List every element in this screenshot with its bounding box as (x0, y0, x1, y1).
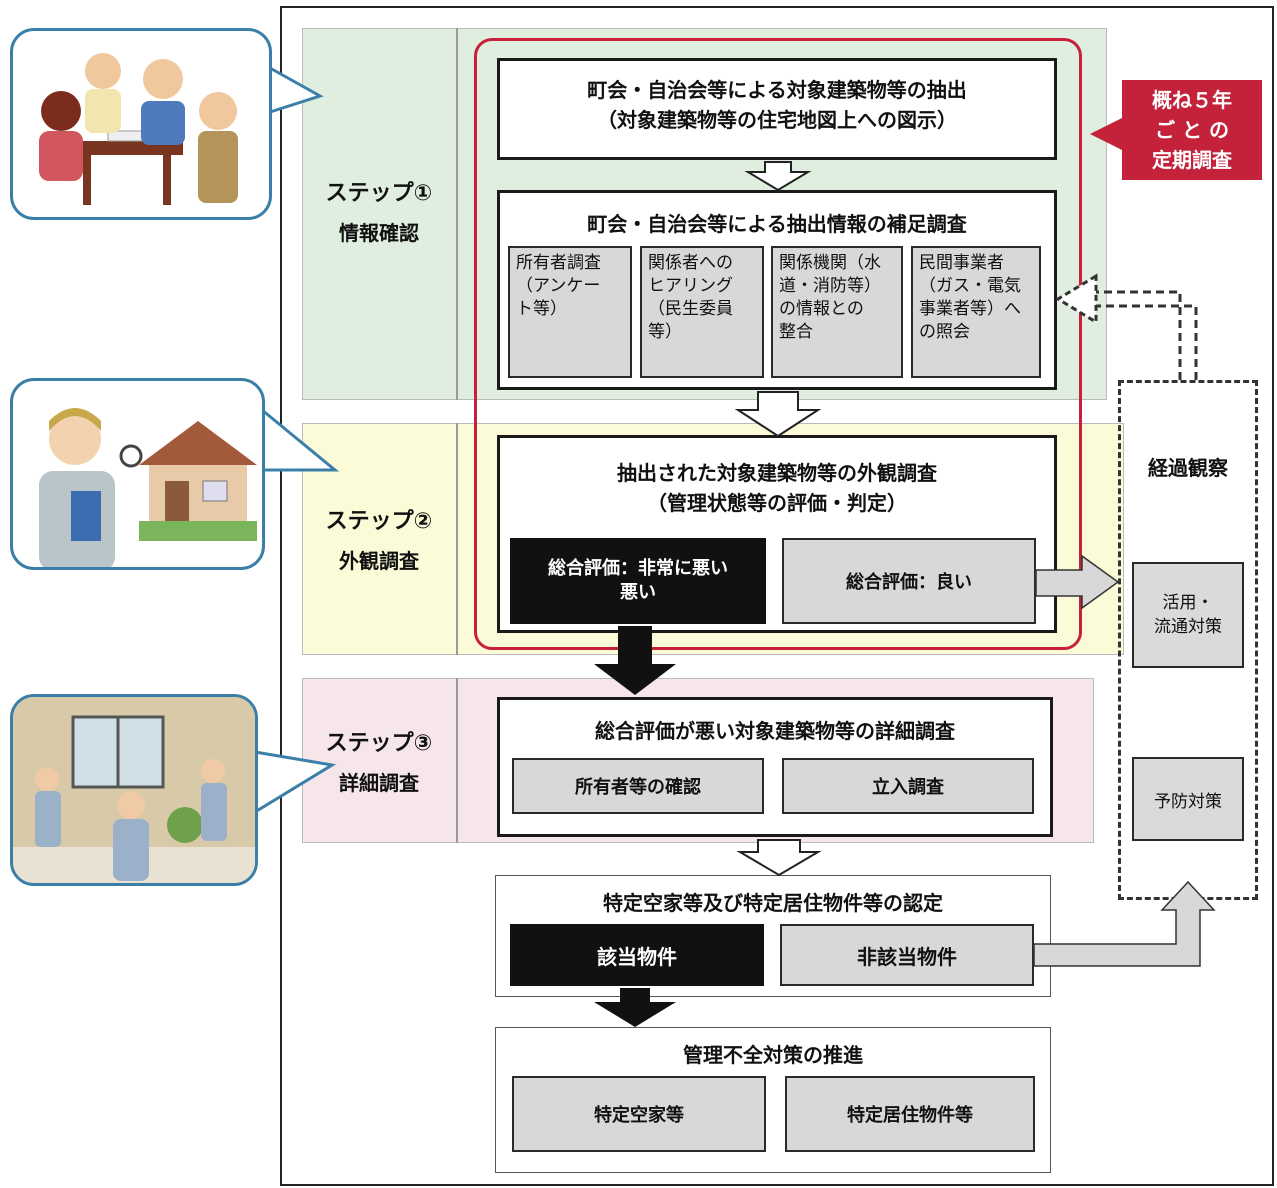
meeting-illustration (39, 53, 238, 205)
promotion-item: 特定空家等 (512, 1076, 766, 1152)
exterior-title: 抽出された対象建築物等の外観調査 (617, 461, 937, 485)
promotion-item: 特定居住物件等 (785, 1076, 1035, 1152)
bubble-tail (260, 406, 340, 472)
black-down-arrow (594, 626, 676, 695)
extraction-subtitle: （対象建築物等の住宅地図上への図示） (597, 108, 957, 132)
observation-item: 活用・ 流通対策 (1132, 562, 1244, 668)
periodic-survey-frame (474, 38, 1082, 650)
step3-label: ステップ③ 詳細調査 (302, 710, 456, 810)
callout-pointer (1090, 118, 1122, 150)
gray-up-arrow (1033, 880, 1216, 967)
detail-item: 所有者等の確認 (512, 758, 764, 814)
extraction-title: 町会・自治会等による対象建築物等の抽出 (587, 78, 967, 102)
applicable-box: 該当物件 (510, 924, 764, 986)
step2-title: ステップ② (325, 508, 433, 534)
detail-item: 立入調査 (782, 758, 1034, 814)
step1-label: ステップ① 情報確認 (302, 160, 456, 260)
step3-title: ステップ③ (325, 730, 433, 756)
detail-survey-illustration-bubble (10, 694, 258, 886)
not-applicable-box: 非該当物件 (780, 924, 1034, 986)
hollow-down-arrow (744, 161, 812, 192)
band-divider (456, 678, 458, 843)
step1-title: ステップ① (325, 180, 433, 206)
supplement-title: 町会・自治会等による抽出情報の補足調査 (587, 212, 967, 236)
observation-title: 経過観察 (1148, 456, 1228, 480)
step2-label: ステップ② 外観調査 (302, 488, 456, 588)
supplement-item: 所有者調査 （アンケー ト等） (508, 246, 632, 378)
gray-right-arrow (1035, 554, 1120, 610)
exterior-subtitle: （管理状態等の評価・判定） (647, 491, 907, 515)
black-down-arrow (594, 988, 676, 1027)
inspection-illustration (39, 408, 257, 567)
bubble-tail (253, 750, 337, 815)
certification-title: 特定空家等及び特定居住物件等の認定 (603, 891, 943, 915)
periodic-survey-note: 概ね５年 ご と の 定期調査 (1122, 80, 1262, 180)
diagram-frame (280, 6, 1274, 1186)
feedback-line (1094, 290, 1182, 380)
band-divider (456, 28, 458, 400)
bad-evaluation-box: 総合評価：非常に悪い 悪い (510, 538, 766, 624)
promotion-title: 管理不全対策の推進 (683, 1043, 863, 1067)
hollow-down-arrow (734, 391, 822, 438)
step2-subtitle: 外観調査 (339, 548, 419, 573)
hollow-down-arrow (736, 839, 822, 877)
feedback-arrowhead (1055, 273, 1098, 325)
bubble-tail (268, 65, 324, 115)
extraction-box: 町会・自治会等による対象建築物等の抽出 （対象建築物等の住宅地図上への図示） (497, 58, 1057, 160)
inspection-illustration-bubble (10, 378, 265, 570)
supplement-item: 関係者への ヒアリング （民生委員 等） (640, 246, 764, 378)
meeting-illustration-bubble (10, 28, 272, 220)
supplement-item: 関係機関（水 道・消防等） の情報との 整合 (771, 246, 903, 378)
observation-item: 予防対策 (1132, 757, 1244, 841)
step3-subtitle: 詳細調査 (339, 770, 419, 795)
band-divider (456, 423, 458, 655)
detail-survey-illustration (13, 697, 255, 883)
good-evaluation-box: 総合評価：良い (782, 538, 1036, 624)
feedback-line (1094, 304, 1198, 380)
supplement-item: 民間事業者 （ガス・電気 事業者等）へ の照会 (911, 246, 1041, 378)
detail-title: 総合評価が悪い対象建築物等の詳細調査 (595, 719, 955, 743)
step1-subtitle: 情報確認 (339, 220, 419, 245)
